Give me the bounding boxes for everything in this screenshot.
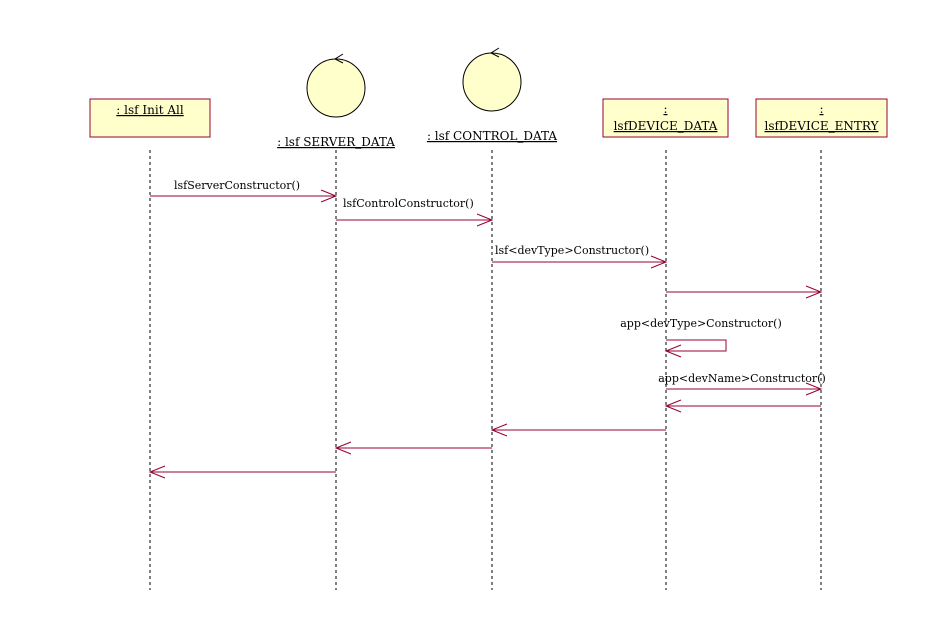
message-3: lsf<devType>Constructor() [492,244,668,269]
message-7 [664,399,821,413]
participant-box [602,98,729,138]
participant-p4: : lsfDEVICE_DATA [602,98,729,138]
message-8 [490,423,666,437]
message-arrowhead [805,285,823,299]
message-arrowhead [320,189,338,203]
message-label: app<devType>Constructor() [620,317,782,330]
message-arrowhead [334,441,352,455]
control-arrow-mark [489,47,500,58]
message-label: lsfServerConstructor() [174,179,300,192]
message-2: lsfControlConstructor() [336,197,494,227]
participant-heads: : lsf Init All : lsf SERVER_DATA : lsf CON… [89,47,888,149]
participant-p3: : lsf CONTROL_DATA [427,47,557,143]
participant-label: : lsf SERVER_DATA [277,135,395,149]
participant-label: : lsf Init All [116,103,184,117]
participant-p1: : lsf Init All [89,98,211,138]
control-object-icon [462,52,522,112]
messages: lsfServerConstructor() lsfControlConstruc… [148,179,826,479]
participant-box [89,98,211,138]
message-arrowhead [664,399,682,413]
participant-label: : [819,102,823,116]
participant-box [755,98,888,138]
message-label: app<devName>Constructor() [658,372,826,385]
participant-label: lsfDEVICE_ENTRY [764,119,879,133]
participant-label: : [663,102,667,116]
participant-p2: : lsf SERVER_DATA [277,53,395,149]
message-4 [666,285,823,299]
participant-label: lsfDEVICE_DATA [614,119,718,133]
participant-label: : lsf CONTROL_DATA [427,129,557,143]
message-label: lsfControlConstructor() [343,197,474,210]
message-arrowhead [650,255,668,269]
message-arrowhead [490,423,508,437]
message-label: lsf<devType>Constructor() [495,244,649,257]
lifelines [149,150,822,590]
self-message-line [666,339,727,352]
message-10 [148,465,336,479]
message-arrowhead [805,382,823,396]
message-6: app<devName>Constructor() [658,372,826,396]
message-arrowhead [476,213,494,227]
control-object-icon [306,58,366,118]
message-arrowhead [148,465,166,479]
message-5: app<devType>Constructor() [620,317,782,358]
participant-p5: : lsfDEVICE_ENTRY [755,98,888,138]
message-arrowhead [664,344,682,358]
message-1: lsfServerConstructor() [150,179,338,203]
control-arrow-mark [333,53,344,64]
message-9 [334,441,492,455]
